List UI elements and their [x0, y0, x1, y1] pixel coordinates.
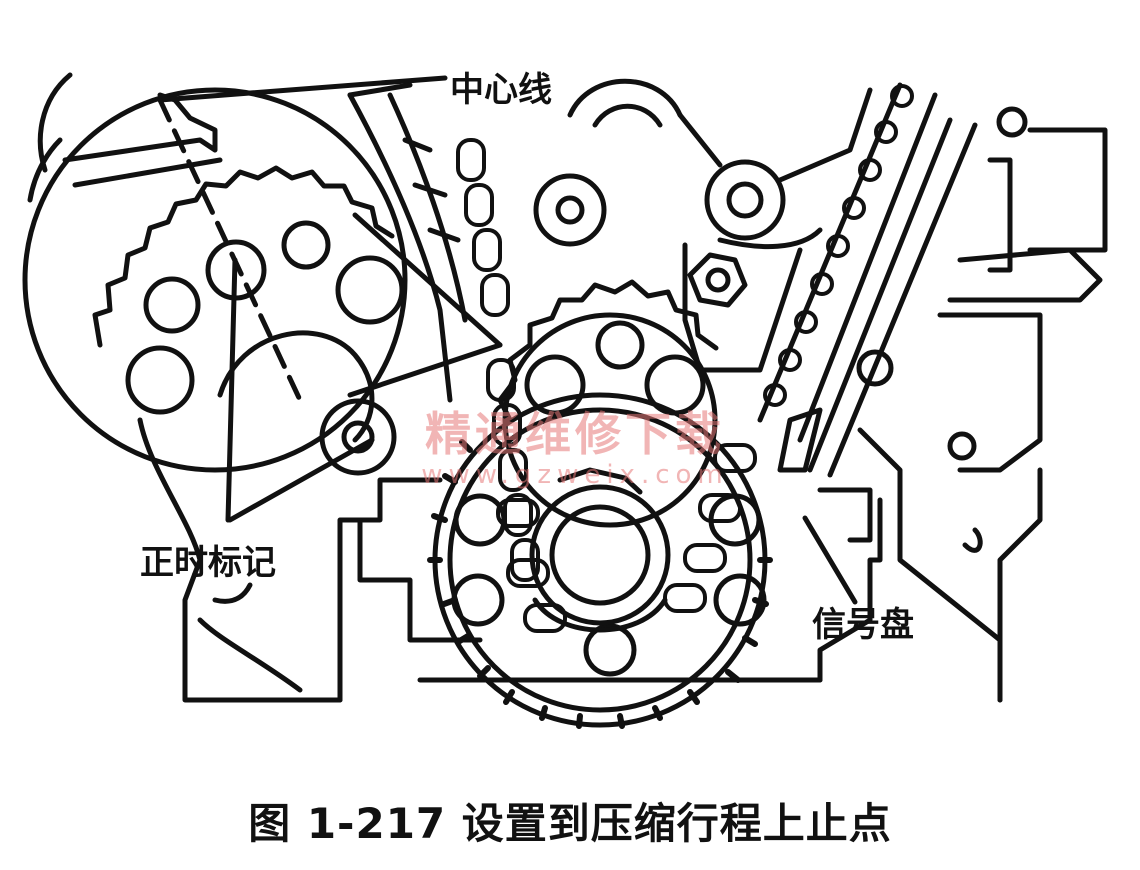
- chain-guide-left-top: [347, 82, 413, 98]
- chain-right-links: [763, 84, 914, 407]
- chain-guide-left-inner: [387, 92, 468, 323]
- cam-sprocket-teeth: [497, 279, 719, 423]
- center-line-label: 中心线: [450, 70, 552, 110]
- crank-sprocket-mid: [447, 407, 753, 713]
- center-line-dashed: [157, 97, 303, 403]
- crank-hole-4: [713, 573, 767, 627]
- right-block-mid: [937, 312, 1043, 473]
- crank-teeth: [427, 439, 773, 729]
- engine-block-lower-notch: [197, 617, 303, 693]
- upper-right-idler: [704, 159, 786, 241]
- chain-guide-right-outer: [807, 117, 953, 473]
- crank-hole-2: [451, 573, 505, 627]
- timing-mark-leader-2: [227, 437, 375, 523]
- right-block-bracket: [947, 247, 1103, 303]
- left-small-pulley: [319, 398, 397, 476]
- upper-right-idler-hub: [726, 181, 764, 219]
- chain-guide-left-ribs: [402, 137, 461, 243]
- crank-hub-lower: [532, 597, 668, 633]
- chain-right-strand-inner: [797, 92, 938, 443]
- inset-sprocket-hole-5: [125, 345, 195, 415]
- tensioner-arm: [777, 407, 823, 473]
- signal-plate-label: 信号盘: [812, 605, 914, 645]
- right-block-arc: [962, 527, 983, 553]
- upper-left-idler: [533, 173, 607, 247]
- chain-guide-left-outer: [347, 92, 453, 403]
- crank-hole-5: [583, 623, 637, 677]
- signal-plate-leader: [802, 515, 858, 605]
- inset-hub-arc: [217, 330, 375, 443]
- right-block-bolt-mid: [856, 349, 894, 387]
- magnifier-pointer-bottom: [347, 342, 503, 398]
- hex-bolt: [687, 252, 748, 308]
- center-line-leader: [157, 75, 448, 103]
- timing-mark-leader-1: [225, 257, 238, 523]
- right-block-bolt-low: [947, 431, 977, 461]
- engine-block-lower-left: [137, 417, 343, 703]
- right-block-bolt-top: [996, 106, 1028, 138]
- upper-left-idler-hub: [555, 195, 585, 225]
- right-block-lower-inner: [817, 497, 883, 683]
- crank-hub-outer: [529, 484, 671, 626]
- inset-sprocket-hole-3: [281, 220, 331, 270]
- chain-guide-right-inner: [827, 122, 978, 478]
- inset-sprocket-hole-1: [143, 276, 201, 334]
- cam-sprocket-hole-1: [524, 354, 586, 416]
- figure-caption: 图 1-217 设置到压缩行程上止点: [248, 799, 892, 848]
- upper-pulley-inner: [592, 103, 663, 128]
- crank-hub-inner: [549, 504, 651, 606]
- magnifier-circle: [22, 87, 408, 473]
- inset-block-edge: [27, 137, 63, 203]
- engine-block-bottom: [357, 517, 483, 643]
- cam-sprocket-outer: [502, 312, 718, 528]
- crank-hole-1: [453, 493, 507, 547]
- inset-sprocket-hole-4: [335, 255, 405, 325]
- chain-crank-links: [496, 443, 757, 633]
- timing-mark-label: 正时标记: [140, 543, 276, 583]
- right-block-step: [817, 487, 873, 543]
- upper-bracket: [677, 87, 873, 249]
- right-block-upper: [987, 127, 1108, 273]
- upper-pulley-arc: [567, 78, 683, 118]
- left-small-pulley-hub: [341, 420, 375, 454]
- crank-key: [557, 467, 643, 495]
- cam-sprocket-hole-2: [595, 320, 645, 370]
- inset-mark-slot: [72, 157, 223, 188]
- engine-block-step: [337, 477, 443, 703]
- magnifier-pointer-top: [352, 212, 503, 348]
- right-block-edge: [997, 467, 1043, 703]
- hex-bolt-center: [705, 267, 731, 293]
- engine-block-inner-curve: [212, 582, 253, 604]
- inset-sprocket-teeth: [92, 165, 395, 348]
